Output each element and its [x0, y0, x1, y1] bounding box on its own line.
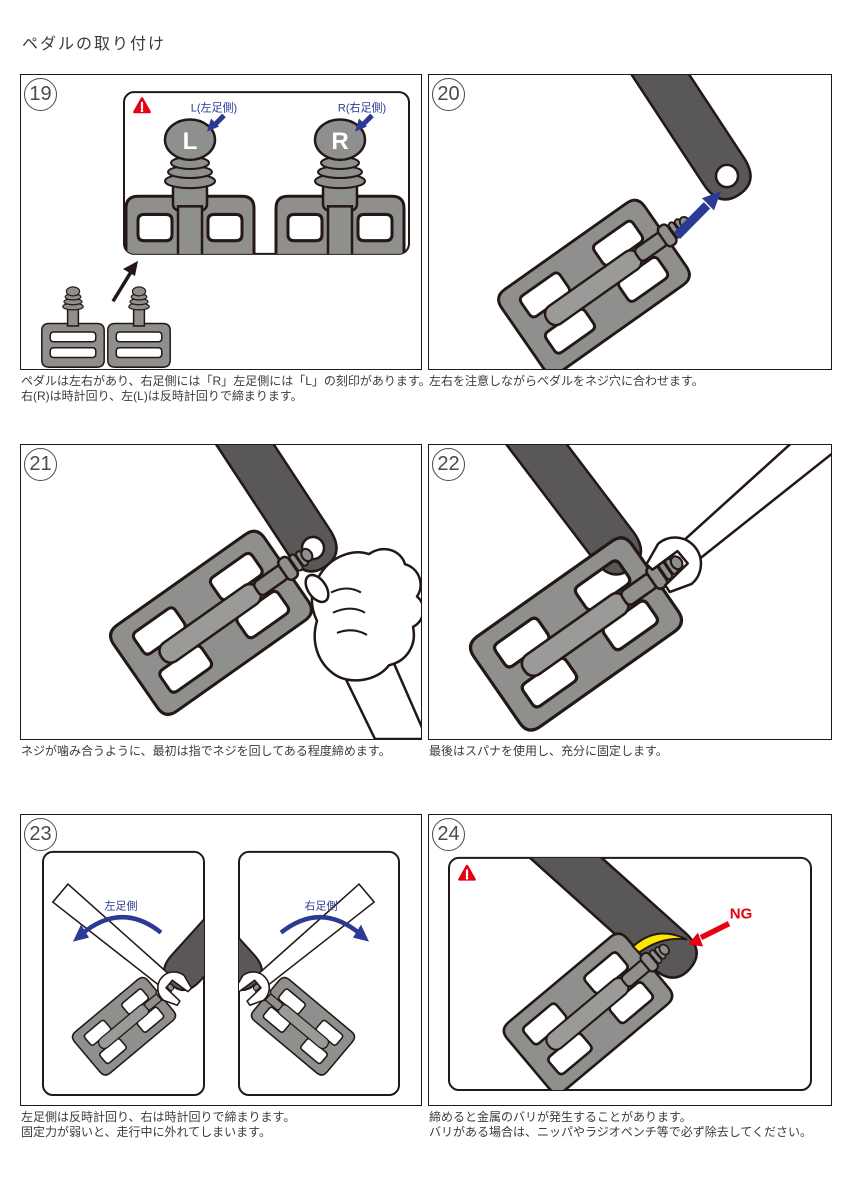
- panel-23: 23 左足側 右足側: [20, 814, 422, 1106]
- step-number-22: 22: [432, 448, 465, 481]
- hand-illustration: [304, 547, 421, 739]
- caption-24: 締めると金属のバリが発生することがあります。 バリがある場合は、ニッパやラジオペ…: [429, 1110, 841, 1140]
- page-title: ペダルの取り付け: [22, 36, 167, 53]
- mark-L: L: [183, 128, 198, 155]
- mark-R: R: [331, 128, 348, 155]
- panel-24: 24 NG: [428, 814, 832, 1106]
- small-pedal-left: [41, 286, 105, 368]
- caption-line: 最後はスパナを使用し、充分に固定します。: [429, 744, 668, 758]
- small-pedal-right: [107, 286, 171, 368]
- step-number-24: 24: [432, 818, 465, 851]
- panel-19: 19 L R: [20, 74, 422, 370]
- ng-arrow-icon: [688, 921, 731, 947]
- metal-burr: [631, 932, 688, 954]
- pedal: [492, 177, 719, 369]
- ng-label: NG: [730, 906, 752, 923]
- ccw-arrow-icon: [73, 914, 163, 942]
- crank-thread-hole: [714, 163, 740, 189]
- caption-line: 左足側は反時計回り、右は時計回りで締まります。: [21, 1110, 296, 1124]
- annotation-right: R(右足側): [338, 100, 386, 114]
- zoom-arrow-icon: [111, 260, 138, 303]
- caption-19: ペダルは左右があり、右足側には「R」左足側には「L」の刻印があります。 右(R)…: [21, 374, 433, 404]
- cw-arrow-icon: [279, 914, 369, 942]
- panel-24-illustration: NG: [448, 856, 812, 1092]
- pointer-arrow-right-icon: [355, 113, 374, 132]
- step-number-20: 20: [432, 78, 465, 111]
- burr-scene: NG: [462, 857, 752, 1091]
- caption-line: 左右を注意しながらペダルをネジ穴に合わせます。: [429, 374, 704, 388]
- magnified-pedals: L R: [124, 118, 406, 254]
- panel-21-illustration: [104, 445, 421, 739]
- caption-23: 左足側は反時計回り、右は時計回りで締まります。 固定力が弱いと、走行中に外れてし…: [21, 1110, 433, 1140]
- caption-line: ネジが噛み合うように、最初は指でネジを回してある程度締めます。: [21, 744, 391, 758]
- pointer-arrow-left-icon: [207, 113, 226, 132]
- annotation-left: L(左足側): [191, 101, 237, 114]
- panel-22: 22: [428, 444, 832, 740]
- caption-line: バリがある場合は、ニッパやラジオペンチ等で必ず除去してください。: [429, 1125, 813, 1139]
- step-number-19: 19: [24, 78, 57, 111]
- caption-line: 締めると金属のバリが発生することがあります。: [429, 1110, 692, 1124]
- inset-box: [123, 91, 410, 255]
- step-number-23: 23: [24, 818, 57, 851]
- label-right-foot: 右足側: [305, 899, 338, 913]
- panel-22-illustration: [438, 445, 831, 737]
- caption-21: ネジが噛み合うように、最初は指でネジを回してある程度締めます。: [21, 744, 433, 759]
- panel-23-illustration: 左足側 右足側: [42, 850, 400, 1097]
- caption-line: 固定力が弱いと、走行中に外れてしまいます。: [21, 1125, 271, 1139]
- caption-line: ペダルは左右があり、右足側には「R」左足側には「L」の刻印があります。: [21, 374, 431, 388]
- caption-line: 右(R)は時計回り、左(L)は反時計回りで締まります。: [21, 389, 303, 403]
- caption-20: 左右を注意しながらペダルをネジ穴に合わせます。: [429, 374, 841, 389]
- caption-22: 最後はスパナを使用し、充分に固定します。: [429, 744, 841, 759]
- panel-20: 20: [428, 74, 832, 370]
- insert-arrow-icon: [673, 191, 721, 239]
- panel-20-illustration: [492, 75, 761, 369]
- panel-21: 21: [20, 444, 422, 740]
- label-left-foot: 左足側: [105, 900, 138, 913]
- step-number-21: 21: [24, 448, 57, 481]
- panel-19-illustration: L R L(左足側) R(右足側): [41, 91, 410, 368]
